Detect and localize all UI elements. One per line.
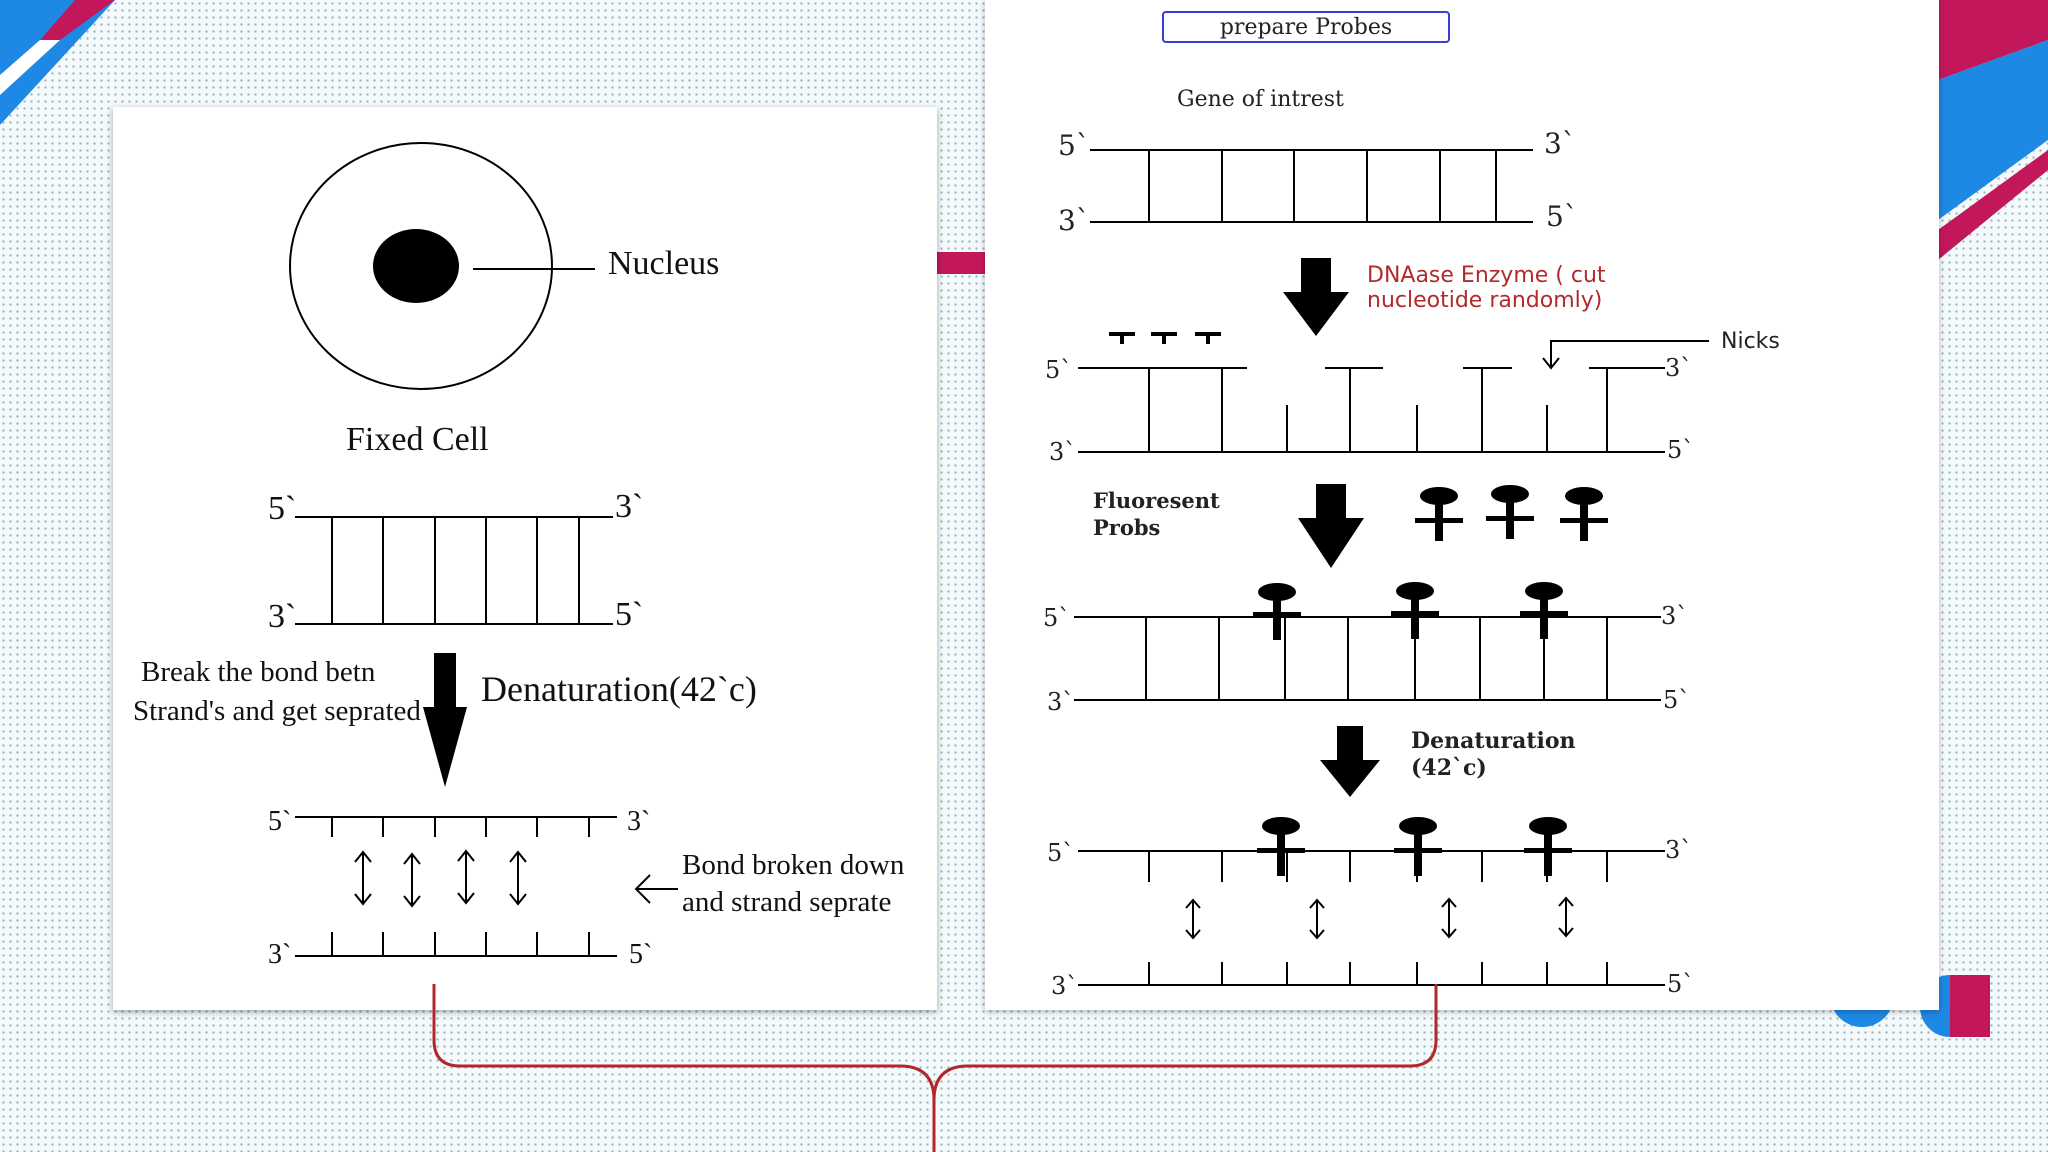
ss-bot3: 3` xyxy=(268,939,291,970)
probe-icon xyxy=(1394,817,1442,876)
label-bot3: 3` xyxy=(1047,688,1074,716)
sep-bot5: 5` xyxy=(1667,970,1694,998)
gene-bot3: 3` xyxy=(1058,204,1090,237)
break-note-line1: Break the bond betn xyxy=(141,656,376,688)
nicks-label: Nicks xyxy=(1721,329,1780,354)
enzyme-label-line2: nucleotide randomly) xyxy=(1367,288,1602,313)
sep-bot3: 3` xyxy=(1051,972,1078,1000)
updown-arrow-icon xyxy=(354,850,372,906)
probe-icon xyxy=(1253,583,1301,640)
label-top3: 3` xyxy=(1661,602,1688,630)
break-note-line2: Strand's and get seprated xyxy=(133,695,421,727)
nick-bot3: 3` xyxy=(1049,438,1076,466)
bond-note-line1: Bond broken down xyxy=(682,849,905,881)
nick-top3: 3` xyxy=(1665,354,1692,382)
fixed-cell-diagram: Nucleus Fixed Cell 5` 3` 3` 5` Break the… xyxy=(133,142,905,970)
sep-top3: 3` xyxy=(1665,836,1692,864)
title-box xyxy=(1162,11,1450,43)
cut-nucleotides xyxy=(1109,332,1221,344)
down-arrow-icon xyxy=(1320,726,1380,797)
probe-icon xyxy=(1391,582,1439,639)
nick-bot5: 5` xyxy=(1667,436,1694,464)
probe-label-line1: Fluoresent xyxy=(1093,488,1220,513)
nucleus-label: Nucleus xyxy=(608,245,719,282)
connector-bar xyxy=(937,252,987,274)
nick-top5: 5` xyxy=(1045,356,1072,384)
double-strand-dna xyxy=(295,516,613,625)
probe-icon xyxy=(1560,487,1608,541)
bond-note-line2: and strand seprate xyxy=(682,886,891,918)
updown-arrow-icon xyxy=(1185,898,1201,940)
separated-labeled-strands xyxy=(1078,850,1665,986)
ds-top3: 3` xyxy=(615,488,643,525)
ss-top5: 5` xyxy=(268,806,291,837)
probe-label-line2: Probs xyxy=(1093,515,1160,540)
top-right-decoration xyxy=(1938,0,2048,260)
gene-label: Gene of intrest xyxy=(1177,87,1344,112)
label-top5: 5` xyxy=(1043,604,1070,632)
updown-arrow-icon xyxy=(1309,898,1325,940)
gene-top3: 3` xyxy=(1544,127,1576,160)
enzyme-label-line1: DNAase Enzyme ( cut xyxy=(1367,263,1606,288)
updown-arrow-icon xyxy=(509,850,527,906)
denaturation-label-line2: (42`c) xyxy=(1411,755,1487,781)
left-diagram-panel: Nucleus Fixed Cell 5` 3` 3` 5` Break the… xyxy=(113,107,937,1010)
labeled-double-strand xyxy=(1074,616,1661,701)
label-bot5: 5` xyxy=(1663,686,1690,714)
top-left-decoration xyxy=(0,0,115,125)
ds-top5: 5` xyxy=(268,490,296,527)
bound-probes xyxy=(1253,582,1568,640)
probe-icon xyxy=(1524,817,1572,876)
denaturation-label-line1: Denaturation xyxy=(1411,728,1576,754)
updown-arrow-icon xyxy=(457,849,475,905)
ds-bot3: 3` xyxy=(268,598,296,635)
probe-icon xyxy=(1486,485,1534,539)
nicked-double-strand xyxy=(1078,367,1665,453)
cell-icon xyxy=(289,142,553,390)
gene-bot5: 5` xyxy=(1546,200,1578,233)
nucleus-icon xyxy=(373,229,459,303)
down-arrow-icon xyxy=(1298,484,1364,568)
updown-arrow-icon xyxy=(403,852,421,908)
bond-break-arrows xyxy=(354,849,527,908)
sep-top5: 5` xyxy=(1047,839,1074,867)
nicks-pointer xyxy=(1542,340,1709,370)
free-probes xyxy=(1415,485,1608,541)
right-diagram-panel: prepare Probes Gene of intrest 5` 3` 3` … xyxy=(985,0,1939,1010)
updown-arrow-icon xyxy=(1558,896,1574,938)
probe-preparation-diagram: prepare Probes Gene of intrest 5` 3` 3` … xyxy=(1043,11,1780,1000)
bond-break-arrows xyxy=(1185,896,1574,940)
separated-probes xyxy=(1257,817,1572,876)
gene-top5: 5` xyxy=(1058,129,1090,162)
gene-double-strand xyxy=(1090,149,1533,223)
probe-icon xyxy=(1520,582,1568,639)
denaturation-label: Denaturation(42`c) xyxy=(481,669,757,709)
separated-strands xyxy=(295,816,617,957)
updown-arrow-icon xyxy=(1441,897,1457,939)
down-arrow-icon xyxy=(423,653,467,787)
probe-icon xyxy=(1415,487,1463,541)
down-arrow-icon xyxy=(1283,258,1349,336)
left-arrow-icon xyxy=(634,874,678,904)
ds-bot5: 5` xyxy=(615,596,643,633)
title: prepare Probes xyxy=(1220,15,1392,40)
ss-top3: 3` xyxy=(627,806,650,837)
ss-bot5: 5` xyxy=(629,939,652,970)
probe-icon xyxy=(1257,817,1305,876)
cell-label: Fixed Cell xyxy=(346,421,489,458)
